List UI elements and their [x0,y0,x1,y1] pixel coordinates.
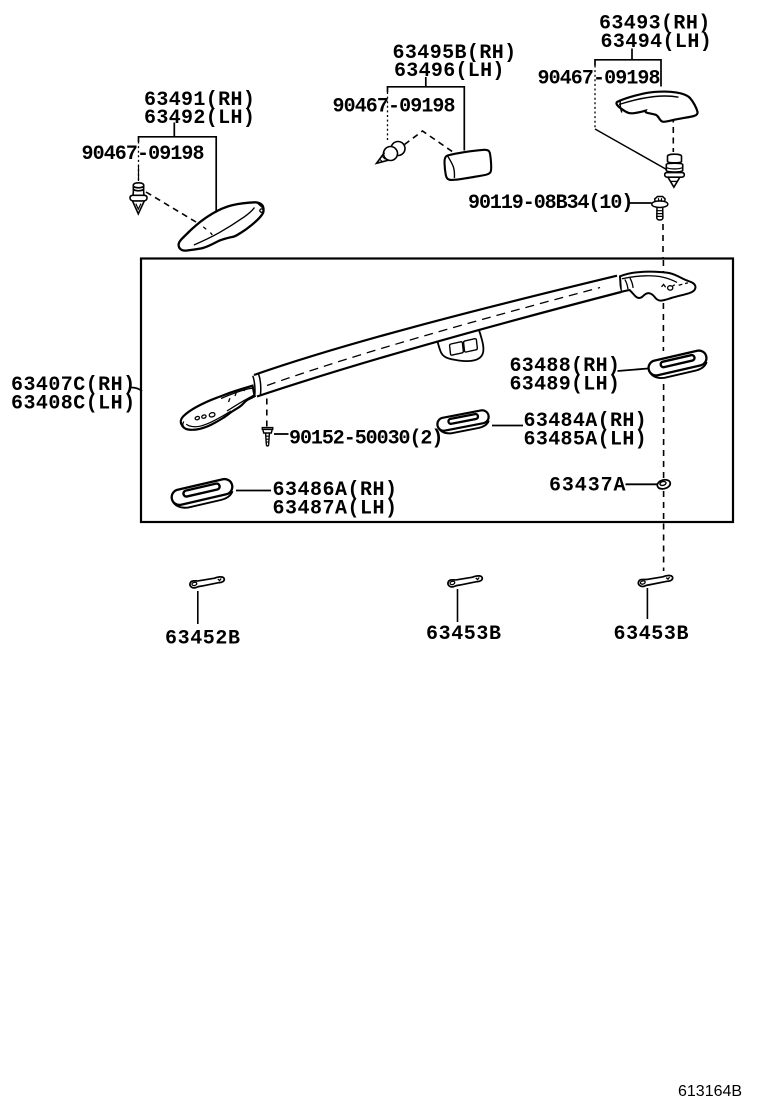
svg-text:63496(LH): 63496(LH) [394,60,505,83]
svg-text:63489(LH): 63489(LH) [510,374,621,397]
svg-text:63492(LH): 63492(LH) [144,107,255,130]
svg-text:63493(RH): 63493(RH) [599,13,711,36]
svg-text:63452B: 63452B [165,628,241,651]
svg-text:90152-50030(2): 90152-50030(2) [289,428,442,451]
svg-text:63437A: 63437A [549,475,626,498]
svg-text:90119-08B34(10): 90119-08B34(10) [468,192,632,215]
svg-text:63491(RH): 63491(RH) [144,89,255,112]
svg-text:63453B: 63453B [614,623,690,646]
svg-text:63494(LH): 63494(LH) [601,31,713,54]
svg-text:63407C(RH): 63407C(RH) [11,374,136,397]
svg-text:63488(RH): 63488(RH) [510,355,621,378]
svg-text:90467-09198: 90467-09198 [333,96,455,119]
svg-text:63487A(LH): 63487A(LH) [273,498,398,521]
svg-text:613164B: 613164B [678,1083,742,1100]
svg-text:63484A(RH): 63484A(RH) [524,410,648,433]
svg-text:63486A(RH): 63486A(RH) [273,479,398,502]
svg-text:90467-09198: 90467-09198 [538,68,660,91]
svg-text:63485A(LH): 63485A(LH) [524,429,648,452]
svg-text:63408C(LH): 63408C(LH) [11,393,136,416]
svg-text:90467-09198: 90467-09198 [82,143,204,166]
svg-text:63453B: 63453B [426,623,502,646]
svg-text:63495B(RH): 63495B(RH) [393,42,517,65]
